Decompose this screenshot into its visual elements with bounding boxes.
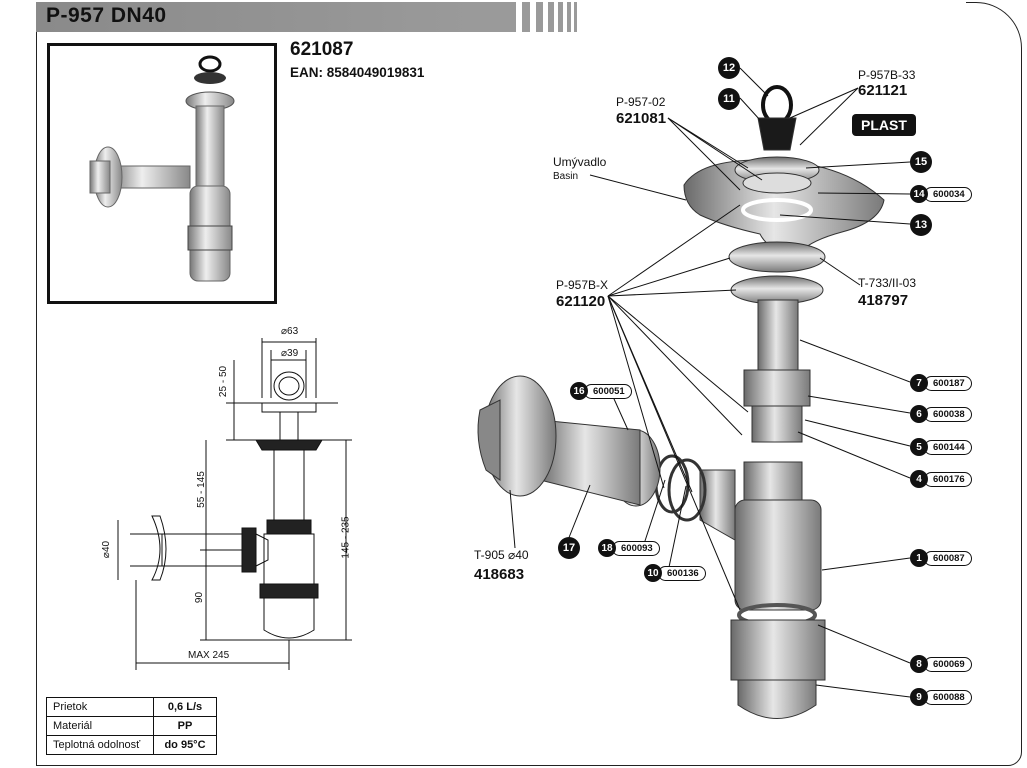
table-row: Prietok 0,6 L/s [46,697,217,717]
label-umyvadlo: Umývadlo [553,155,607,169]
callout-num: 18 [598,539,616,557]
label-basin: Basin [553,171,579,182]
callout-num: 4 [910,470,928,488]
callout-part: 600088 [924,689,972,705]
spec-table: Prietok 0,6 L/s Materiál PP Teplotná odo… [46,697,217,755]
spec-value: PP [153,716,217,736]
label-t733: T-733/II-03 [858,276,917,290]
callout-num: 6 [910,405,928,423]
table-row: Teplotná odolnosť do 95°C [46,735,217,755]
title-bar [36,2,966,32]
callout-num: 1 [910,549,928,567]
dim-height-90: 90 [194,591,206,604]
label-621081: 621081 [616,110,667,127]
page-title: P-957 DN40 [46,4,167,27]
product-photo-frame [47,43,277,304]
callout-part: 600087 [924,550,972,566]
callout-num: 14 [910,185,928,203]
callout-num: 8 [910,655,928,673]
label-418683: 418683 [474,566,525,583]
plast-badge: PLAST [852,114,916,136]
label-418797: 418797 [858,292,909,309]
product-photo [89,55,235,282]
label-p95702: P-957-02 [616,95,666,109]
label-p957b33: P-957B-33 [858,68,916,82]
dim-diameter-40: ⌀40 [101,540,113,559]
callout-num: 5 [910,438,928,456]
label-t905: T-905 ⌀40 [474,548,529,562]
spec-value: do 95°C [153,735,217,755]
callout-11: 11 [718,88,740,110]
spec-key: Prietok [46,697,154,717]
callout-part: 600136 [658,565,706,581]
callout-part: 600093 [612,540,660,556]
callout-13: 13 [910,214,932,236]
callout-part: 600069 [924,656,972,672]
dim-height-25-50: 25 - 50 [218,365,230,398]
label-621121: 621121 [858,82,908,99]
product-ean: EAN: 8584049019831 [290,65,425,80]
dim-height-55-145: 55 - 145 [195,471,207,508]
spec-key: Materiál [46,716,154,736]
spec-value: 0,6 L/s [153,697,217,717]
dim-diameter-63: ⌀63 [281,326,299,337]
callout-num: 16 [570,382,588,400]
spec-key: Teplotná odolnosť [46,735,154,755]
dim-diameter-39: ⌀39 [281,348,299,359]
callout-part: 600176 [924,471,972,487]
product-code: 621087 [290,39,354,60]
callout-12: 12 [718,57,740,79]
table-row: Materiál PP [46,716,217,736]
callout-part: 600187 [924,375,972,391]
label-p957bx: P-957B-X [556,278,609,292]
callout-part: 600038 [924,406,972,422]
dim-height-145-235: 145 - 235 [340,516,352,559]
dim-max-245: MAX 245 [188,650,230,661]
callout-15: 15 [910,151,932,173]
callout-num: 7 [910,374,928,392]
callout-num: 10 [644,564,662,582]
callout-part: 600034 [924,186,972,202]
callout-num: 9 [910,688,928,706]
callout-part: 600144 [924,439,972,455]
label-621120: 621120 [556,293,606,310]
callout-part: 600051 [584,383,632,399]
callout-17: 17 [558,537,580,559]
